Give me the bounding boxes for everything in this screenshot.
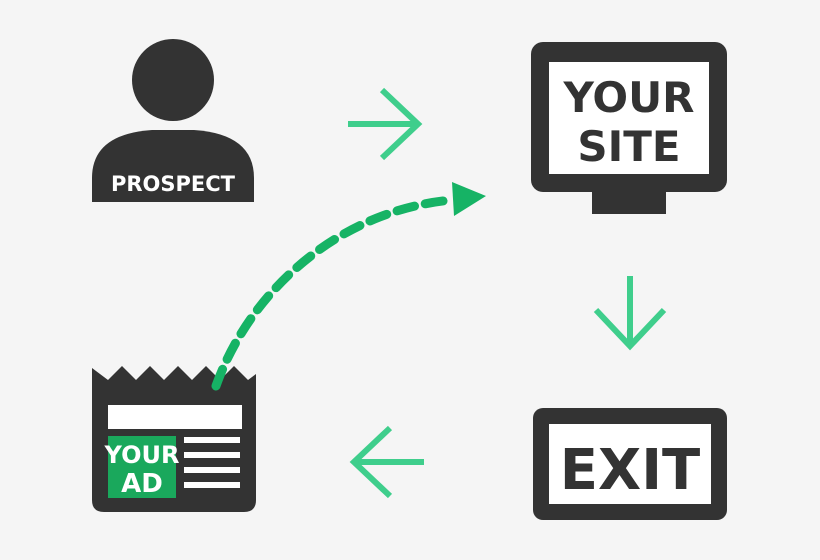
exit-label: EXIT <box>560 438 700 503</box>
person-icon: PROSPECT <box>92 39 254 202</box>
monitor-icon: YOUR SITE <box>531 42 727 214</box>
ad-label-line1: YOUR <box>104 441 180 469</box>
newspaper-icon: YOUR AD <box>92 366 256 512</box>
ad-label-line2: AD <box>121 469 163 499</box>
dashed-curve-arrow-icon <box>211 182 486 391</box>
arrow-down-icon <box>593 276 667 351</box>
exit-sign-icon: EXIT <box>533 408 727 520</box>
site-label-line1: YOUR <box>562 73 694 122</box>
site-label-line2: SITE <box>577 122 680 171</box>
arrow-right-icon <box>348 87 423 161</box>
arrow-left-icon <box>349 425 424 499</box>
prospect-label: PROSPECT <box>111 172 236 196</box>
